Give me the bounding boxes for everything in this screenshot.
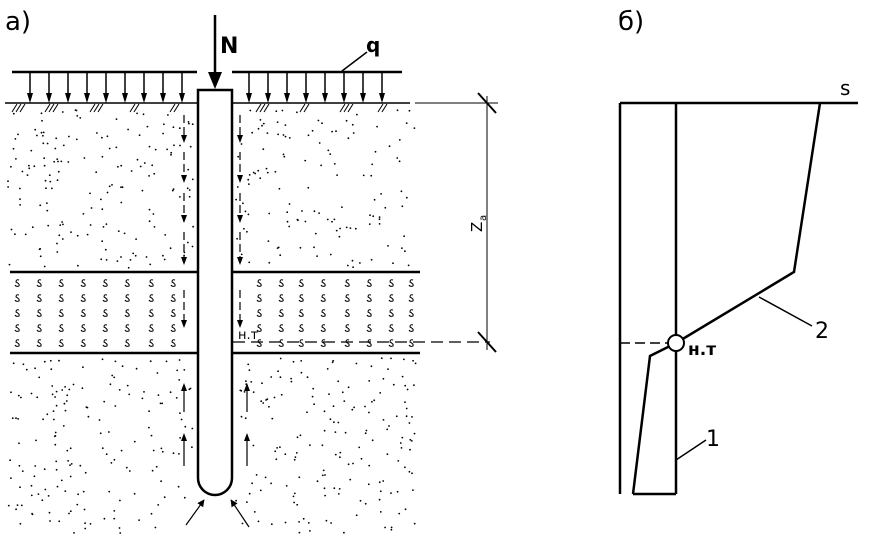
panel-b: б) s н.т 2 1 <box>618 7 858 496</box>
depth-za-label: Z a <box>468 215 489 232</box>
curve-2 <box>675 102 822 345</box>
weak-layer-texture <box>14 279 414 347</box>
dimension-tick-top <box>477 92 497 114</box>
neutral-point-circle <box>667 334 685 352</box>
neutral-point-label-b: н.т <box>688 340 716 360</box>
settlement-axis-label: s <box>840 76 850 100</box>
panel-a-label: а) <box>5 7 31 37</box>
curve-2-leader <box>758 296 813 327</box>
force-n-label: N <box>220 34 238 59</box>
neutral-point-label: н.т <box>238 328 259 343</box>
dimension-tick-bottom <box>477 331 497 353</box>
svg-text:a: a <box>478 215 489 221</box>
curve-1-label: 1 <box>706 427 720 452</box>
curve-1-leader <box>675 439 707 461</box>
load-q-leader <box>341 51 368 72</box>
pile <box>196 88 234 497</box>
load-q-label: q <box>366 33 380 57</box>
distributed-load-arrows <box>27 72 385 103</box>
curve-2-label: 2 <box>815 319 829 344</box>
force-n-arrowhead <box>208 72 222 89</box>
panel-a: а) q N н.т <box>5 7 498 534</box>
panel-b-label: б) <box>618 7 644 37</box>
skin-friction-arrows <box>181 115 250 466</box>
tip-resistance-arrow-right <box>230 499 250 528</box>
tip-resistance-arrow-left <box>185 499 205 526</box>
soil-texture <box>7 109 417 534</box>
svg-text:Z: Z <box>468 222 486 232</box>
curve-1 <box>631 341 677 495</box>
ground-hatching <box>11 103 388 113</box>
